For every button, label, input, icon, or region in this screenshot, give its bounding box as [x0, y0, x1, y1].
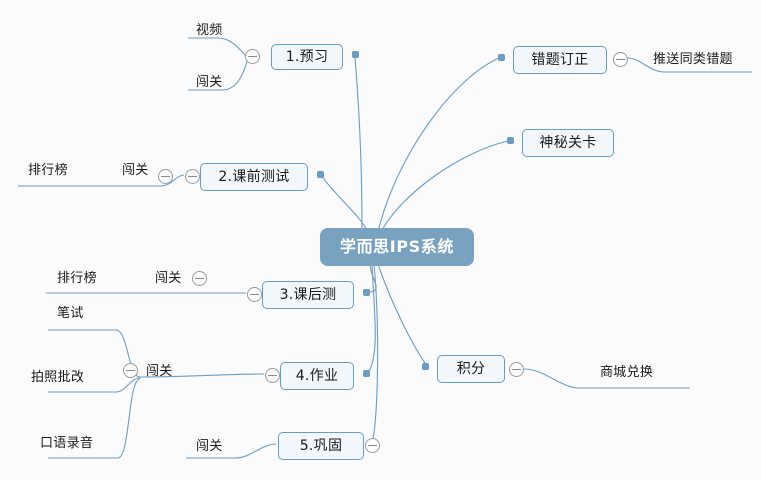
node-yuxi[interactable]: 1.预习 [271, 44, 343, 70]
node-jifen[interactable]: 积分 [437, 355, 505, 383]
node-gonggu-label: 5.巩固 [299, 438, 343, 454]
leaf-shipin[interactable]: 视频 [196, 23, 223, 38]
node-kehou-ce-label: 3.课后测 [279, 287, 337, 303]
node-yuxi-label: 1.预习 [285, 49, 329, 65]
leaf-bishi[interactable]: 笔试 [57, 306, 84, 321]
node-jifen-label: 积分 [456, 361, 486, 377]
node-keqian-ceshi[interactable]: 2.课前测试 [200, 163, 308, 191]
connector-dot-keqian[interactable] [317, 171, 324, 178]
node-cuoti-dingzheng-label: 错题订正 [531, 52, 589, 68]
connector-dot-kehou[interactable] [363, 289, 370, 296]
leaf-paizhao-pigai[interactable]: 拍照批改 [31, 370, 85, 385]
collapse-toggle-chuangguan-kehou[interactable] [192, 271, 207, 286]
connector-dot-shenmi[interactable] [507, 137, 514, 144]
collapse-toggle-chuangguan-keqian[interactable] [158, 169, 173, 184]
node-shenmi-guanqia[interactable]: 神秘关卡 [522, 129, 614, 157]
collapse-toggle-kehou[interactable] [247, 287, 262, 302]
leaf-shangcheng-duihuan[interactable]: 商城兑换 [600, 365, 654, 380]
collapse-toggle-chuangguan-zuoye[interactable] [123, 363, 138, 378]
connector-dot-zuoye[interactable] [363, 370, 370, 377]
leaf-paihangbang-keqian[interactable]: 排行榜 [28, 163, 68, 178]
node-zuoye[interactable]: 4.作业 [280, 362, 354, 390]
connector-dot-yuxi[interactable] [352, 51, 359, 58]
collapse-toggle-cuoti[interactable] [613, 52, 628, 67]
leaf-chuangguan-zuoye[interactable]: 闯关 [146, 364, 173, 379]
connector-dot-cuoti[interactable] [498, 54, 505, 61]
collapse-toggle-keqian[interactable] [185, 169, 200, 184]
node-shenmi-guanqia-label: 神秘关卡 [539, 135, 597, 151]
collapse-toggle-zuoye[interactable] [265, 368, 280, 383]
node-cuoti-dingzheng[interactable]: 错题订正 [513, 46, 607, 74]
collapse-toggle-gonggu[interactable] [365, 438, 380, 453]
leaf-chuangguan-kehou[interactable]: 闯关 [155, 271, 182, 286]
leaf-paihangbang-kehou[interactable]: 排行榜 [57, 271, 97, 286]
node-zuoye-label: 4.作业 [295, 368, 339, 384]
leaf-tuisong-tonglei-cuoti[interactable]: 推送同类错题 [653, 52, 733, 67]
root-node-label: 学而思IPS系统 [339, 237, 454, 256]
leaf-chuangguan-gonggu[interactable]: 闯关 [196, 439, 223, 454]
root-node[interactable]: 学而思IPS系统 [320, 228, 474, 266]
node-gonggu[interactable]: 5.巩固 [278, 432, 364, 460]
leaf-chuangguan-yuxi[interactable]: 闯关 [196, 75, 223, 90]
leaf-chuangguan-keqian[interactable]: 闯关 [122, 163, 149, 178]
node-keqian-ceshi-label: 2.课前测试 [218, 169, 290, 185]
leaf-kouyu-luyin[interactable]: 口语录音 [40, 436, 94, 451]
collapse-toggle-jifen[interactable] [509, 362, 524, 377]
connector-dot-jifen[interactable] [422, 363, 429, 370]
node-kehou-ce[interactable]: 3.课后测 [262, 281, 354, 309]
collapse-toggle-yuxi[interactable] [245, 49, 260, 64]
